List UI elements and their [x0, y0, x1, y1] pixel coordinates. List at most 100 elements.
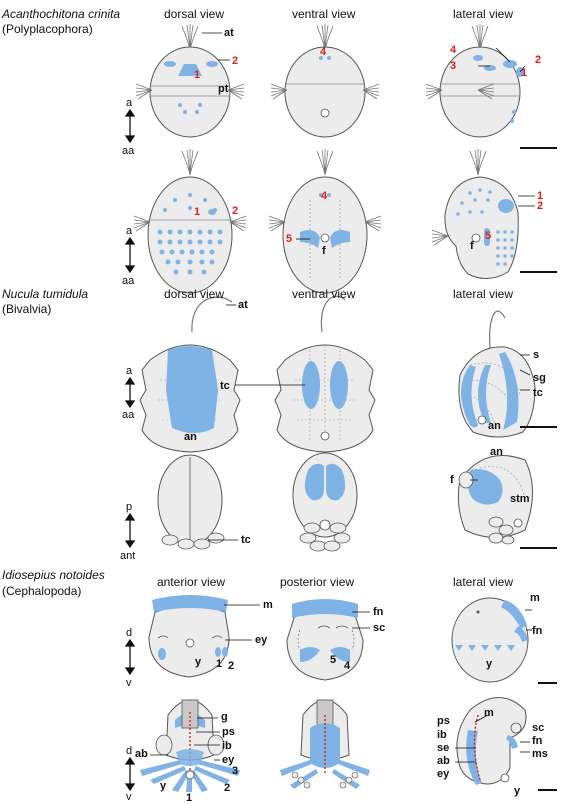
label-5-lateral-2: 5 [485, 230, 492, 242]
bivalve-ventral-2 [292, 452, 358, 552]
scale-bars [520, 147, 557, 791]
header-cephalopod-anterior: anterior view [157, 575, 226, 589]
header-bivalve-lateral: lateral view [453, 287, 514, 301]
bivalve-dorsal-2 [157, 454, 225, 550]
cephalopod-anterior-2 [140, 699, 240, 792]
label-4-ventral-2: 4 [321, 190, 328, 202]
axis-aa-2: aa [122, 275, 135, 287]
label-an-2: an [488, 420, 501, 432]
axis-a-3: a [126, 365, 133, 377]
label-3-ant2: 3 [232, 765, 239, 777]
label-1-dorsal-1: 1 [194, 69, 201, 81]
label-an-1: an [184, 431, 197, 443]
header-bivalve-dorsal: dorsal view [164, 287, 225, 301]
label-tc-2: tc [533, 387, 543, 399]
label-m-3: m [484, 707, 494, 719]
label-at-2: at [238, 299, 248, 311]
label-ib-1: ib [222, 740, 232, 752]
bivalve-lateral-2 [457, 455, 533, 545]
label-y-2: y [486, 658, 493, 670]
bivalve-dorsal-1 [139, 296, 241, 453]
cephalopod-posterior-1 [286, 599, 364, 681]
label-2-dorsal-2: 2 [232, 205, 239, 217]
label-5-ventral-2: 5 [286, 233, 293, 245]
cephalopod-anterior-1 [148, 595, 230, 678]
label-ps-1: ps [222, 726, 235, 738]
label-ab-2: ab [437, 755, 450, 767]
axis-aa-1: aa [122, 145, 135, 157]
axis-v-2: v [126, 791, 132, 803]
label-sc-1: sc [373, 622, 386, 634]
leader-lines [150, 32, 535, 763]
label-sg: sg [533, 372, 546, 384]
label-4-post: 4 [344, 660, 351, 672]
label-sc-2: sc [532, 722, 545, 734]
label-g: g [221, 711, 228, 723]
label-2-ant: 2 [228, 660, 235, 672]
label-y-1: y [195, 656, 202, 668]
axis-p: p [126, 501, 133, 513]
label-fn-3: fn [532, 735, 543, 747]
axis-v-1: v [126, 677, 132, 689]
label-pt: pt [218, 83, 229, 95]
header-cephalopod-lateral: lateral view [453, 575, 514, 589]
label-2-dorsal-1: 2 [232, 55, 239, 67]
axis-a-1: a [126, 97, 133, 109]
cephalopod-lateral-1 [451, 597, 529, 683]
species-name-chiton: Acanthochitona crinita [2, 7, 121, 21]
cephalopod-posterior-2 [280, 699, 370, 789]
label-1-lateral-2: 1 [537, 190, 544, 202]
axis-d-1: d [126, 627, 133, 639]
bivalve-lateral-1 [458, 310, 536, 438]
header-chiton-dorsal: dorsal view [164, 7, 225, 21]
chiton-dorsal-2 [133, 148, 247, 294]
bivalve-ventral-1 [274, 295, 376, 453]
label-an-3: an [490, 446, 503, 458]
species-group-cephalopod: (Cephalopoda) [2, 584, 82, 598]
label-y-3: y [160, 780, 167, 792]
chiton-ventral-1 [270, 23, 380, 138]
label-tc-3: tc [241, 534, 251, 546]
label-ey-3: ey [437, 768, 450, 780]
header-chiton-lateral: lateral view [453, 7, 514, 21]
label-ey-1: ey [255, 634, 268, 646]
label-1-lateral-1: 1 [521, 67, 528, 79]
axis-a-2: a [126, 225, 133, 237]
label-2-ant2: 2 [224, 782, 231, 794]
axis-ant: ant [120, 550, 136, 562]
label-1-dorsal-2: 1 [194, 206, 201, 218]
label-stm: stm [510, 493, 530, 505]
axis-d-2: d [126, 745, 133, 757]
label-s: s [533, 349, 540, 361]
label-tc-1: tc [220, 380, 230, 392]
header-cephalopod-posterior: posterior view [280, 575, 355, 589]
label-at-1: at [224, 27, 234, 39]
axis-aa-3: aa [122, 409, 135, 421]
label-1-ant2: 1 [186, 792, 193, 804]
label-m-2: m [530, 592, 540, 604]
species-name-bivalve: Nucula tumidula [2, 287, 89, 301]
label-f-ventral-2: f [322, 245, 326, 257]
label-2-lateral-1: 2 [535, 54, 542, 66]
chiton-lateral-1 [425, 23, 524, 138]
species-group-chiton: (Polyplacophora) [2, 22, 93, 36]
label-ib-2: ib [437, 729, 447, 741]
label-5-post: 5 [330, 654, 337, 666]
orientation-arrows [124, 108, 136, 792]
species-group-bivalve: (Bivalvia) [2, 302, 52, 316]
label-ms: ms [532, 748, 548, 760]
label-2-lateral-2: 2 [537, 200, 544, 212]
chiton-dorsal-1 [135, 23, 245, 138]
header-bivalve-ventral: ventral view [292, 287, 356, 301]
label-f-bivalve: f [450, 474, 454, 486]
header-chiton-ventral: ventral view [292, 7, 356, 21]
label-ps-2: ps [437, 715, 450, 727]
label-ey-2: ey [222, 754, 235, 766]
label-se: se [437, 742, 450, 754]
label-3-lateral-1: 3 [450, 60, 457, 72]
label-fn-2: fn [532, 625, 543, 637]
label-fn-1: fn [373, 606, 384, 618]
label-m-1: m [263, 599, 273, 611]
label-ab-1: ab [135, 748, 148, 760]
